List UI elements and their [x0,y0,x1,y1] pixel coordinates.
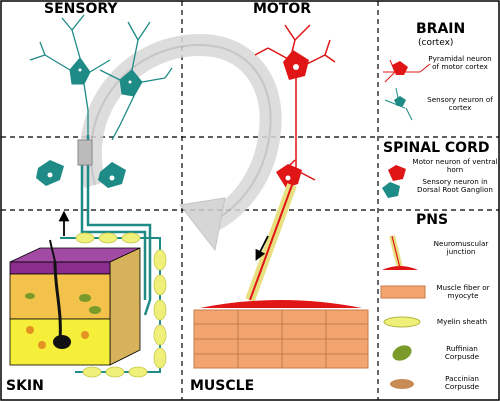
legend-sensory-cortex-neuron: Sensory neuron of cortex [427,95,493,112]
skin-label: SKIN [6,378,44,394]
skin-cross-section [9,239,141,366]
cortex-subtitle: (cortex) [418,38,454,48]
pyramidal-nucleus [293,64,299,70]
sensory-spinal-tract [77,135,152,316]
legend-pyramidal-neuron: Pyramidal neuron of motor cortex [428,54,492,71]
legend-paccinian-corpuscle: Paccinian Corpusde [444,374,480,391]
brain-section-title: BRAIN [416,21,466,37]
legend-neuromuscular-junction: Neuromuscular junction [433,239,489,256]
legend-ruffinian-corpuscle: Ruffinian Corpusde [444,344,480,361]
legend-myelin-sheath: Myelin sheath [436,317,488,326]
muscle-fibers [193,309,369,369]
motor-column-title: MOTOR [253,1,312,17]
legend-ventral-horn-neuron: Motor neuron of ventral horn [412,157,498,174]
legend-drg-neuron: Sensory neuron in Dorsal Root Ganglion [417,177,493,194]
ventral-neuron-nucleus [285,175,291,181]
down-arrow-icon [255,235,269,261]
sensory-myelinated-fiber [60,232,167,378]
circular-flow-arrow-icon [79,33,282,252]
sensory-column-title: SENSORY [44,1,118,17]
muscle-label: MUSCLE [190,378,255,394]
neuromuscular-junction [200,300,362,308]
legend-glyphs [380,59,431,389]
motor-myelinated-axon [245,183,297,302]
pns-section-title: PNS [416,212,449,228]
drg-neurons [36,160,126,188]
legend-muscle-fiber: Muscle fiber or myocyte [436,283,490,300]
sensory-cortex-neurons [29,14,173,141]
spinal-cord-section-title: SPINAL CORD [383,140,490,156]
